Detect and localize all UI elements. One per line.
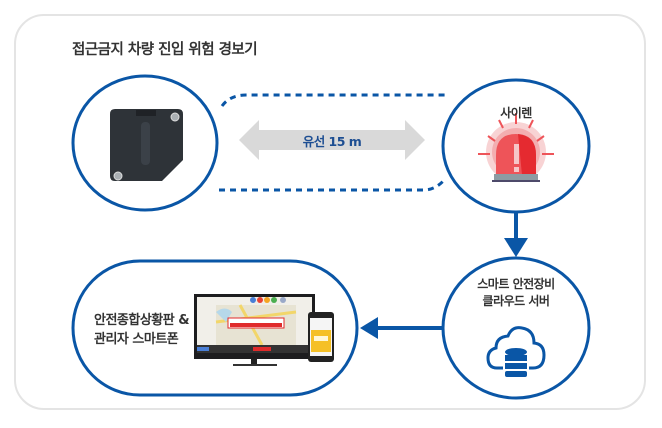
cloud-server-label-line2: 클라우드 서버 <box>482 294 550 308</box>
diagram-title: 접근금지 차량 진입 위험 경보기 <box>72 42 258 58</box>
smartphone-icon <box>308 312 334 362</box>
siren-icon <box>478 113 554 182</box>
cloud-server-label-line1: 스마트 안전장비 <box>477 277 555 291</box>
dashed-link-top <box>220 93 447 107</box>
dashboard-label-line2: 관리자 스마트폰 <box>94 332 179 347</box>
cloud-server-label: 스마트 안전장비 클라우드 서버 <box>456 276 576 310</box>
wire-double-arrow <box>239 120 425 160</box>
cloud-database-icon <box>486 326 546 377</box>
sensor-device-icon <box>110 109 183 181</box>
siren-label: 사이렌 <box>500 106 532 120</box>
wire-length-label: 유선 15 m <box>302 134 362 149</box>
dashboard-label: 안전종합상황판 & 관리자 스마트폰 <box>94 311 190 349</box>
arrowhead-left <box>360 317 378 339</box>
dashed-link-bottom <box>219 177 448 192</box>
monitor-icon <box>194 294 315 366</box>
arrowhead-down <box>504 238 528 257</box>
dashboard-label-line1: 안전종합상황판 & <box>94 313 190 328</box>
